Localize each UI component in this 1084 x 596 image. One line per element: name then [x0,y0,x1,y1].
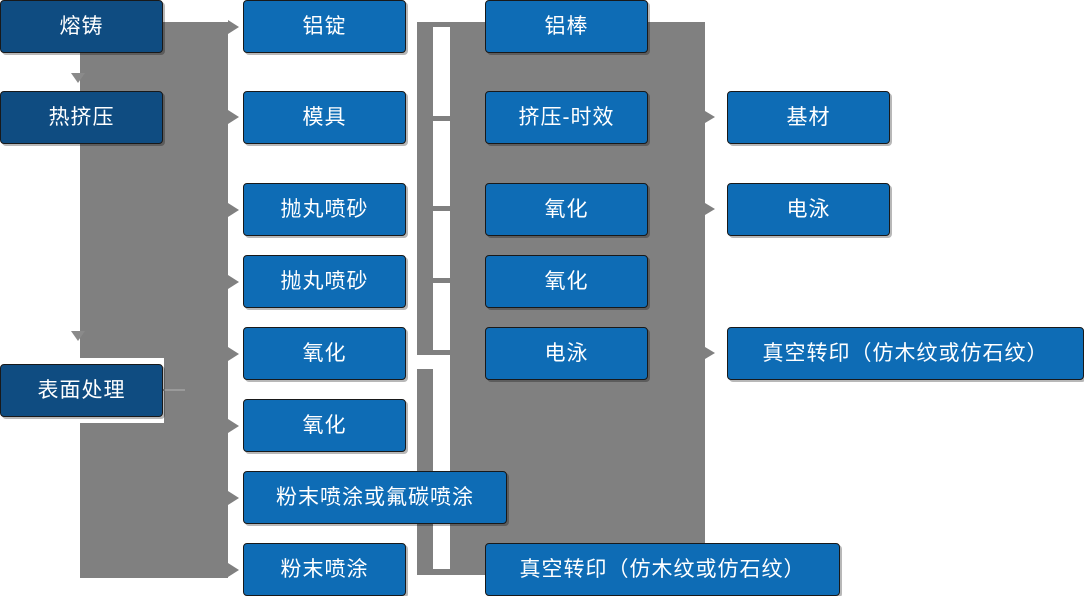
rail-stub-1 [417,22,469,27]
down-arrow-to-hot-extrusion [71,73,85,83]
stage-box-hot-extrusion[interactable]: 热挤压 [0,91,163,144]
arrow-to-vacuum-transfer [705,347,715,359]
rail-stub-4 [417,278,469,283]
arrow-to-oxidation-2 [228,419,239,433]
stage-box-surface-treatment[interactable]: 表面处理 [0,364,163,417]
arrow-to-powder-coating [228,563,239,577]
treatment-box-aluminum-bar[interactable]: 铝棒 [485,0,648,53]
surface-treatment-link [163,389,185,391]
output-box-electrophoresis[interactable]: 电泳 [727,183,890,236]
rail-stub-6 [417,569,469,575]
process-box-shot-blasting-2[interactable]: 抛丸喷砂 [243,255,406,308]
arrow-to-substrate [705,111,715,123]
treatment-box-vacuum-transfer-print[interactable]: 真空转印（仿木纹或仿石纹） [485,543,840,596]
process-box-oxidation-2[interactable]: 氧化 [243,399,406,452]
process-box-aluminum-ingot[interactable]: 铝锭 [243,0,406,53]
output-box-substrate[interactable]: 基材 [727,91,890,144]
treatment-box-electrophoresis[interactable]: 电泳 [485,327,648,380]
arrow-to-electrophoresis [705,203,715,215]
process-box-oxidation-1[interactable]: 氧化 [243,327,406,380]
output-box-vacuum-transfer-print[interactable]: 真空转印（仿木纹或仿石纹） [727,327,1084,380]
arrow-to-ingot [228,20,239,34]
treatment-box-oxidation-2[interactable]: 氧化 [485,255,648,308]
process-box-powder-coating[interactable]: 粉末喷涂 [243,543,406,596]
arrow-to-oxidation-1 [228,347,239,361]
process-box-powder-or-fluorocarbon-coating[interactable]: 粉末喷涂或氟碳喷涂 [243,471,507,524]
rail-stub-2 [417,116,469,121]
process-box-mold[interactable]: 模具 [243,91,406,144]
arrow-to-shotblast-2 [228,275,239,289]
arrow-to-shotblast-1 [228,203,239,217]
treatment-box-extrusion-aging[interactable]: 挤压-时效 [485,91,648,144]
arrow-to-mold [228,110,239,124]
stage-box-melt-casting[interactable]: 熔铸 [0,0,163,53]
rail-stub-5 [417,350,469,355]
arrow-to-powder-or-fluorocarbon [228,491,239,505]
treatment-box-oxidation-1[interactable]: 氧化 [485,183,648,236]
down-arrow-to-surface-treatment [71,331,85,341]
middle-rail-upper [417,22,433,355]
process-box-shot-blasting-1[interactable]: 抛丸喷砂 [243,183,406,236]
rail-stub-3 [417,206,469,211]
